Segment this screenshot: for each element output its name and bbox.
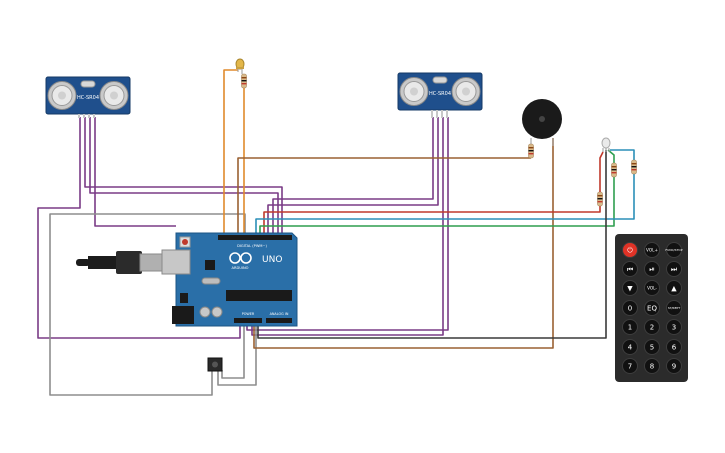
remote-button-st-rept[interactable]: ST/REPT <box>666 300 682 316</box>
led-yellow[interactable] <box>235 58 245 74</box>
piezo-buzzer[interactable] <box>522 99 562 146</box>
arduino-power-label: POWER <box>242 312 255 316</box>
arduino-power-jack <box>172 306 194 324</box>
arduino-capacitor-1 <box>199 306 211 318</box>
remote-button-four[interactable]: 4 <box>622 339 638 355</box>
wire-buzzer-signal[interactable] <box>237 157 531 236</box>
ir-remote[interactable]: ⏻ VOL+ FUNC/STOP ⏮ ⏯ ⏭ ▼ VOL- ▲ 0 EQ ST/REPT 1 2 3 4 5 6 7… <box>615 234 688 382</box>
remote-button-two[interactable]: 2 <box>644 319 660 335</box>
ultrasonic-sensor-right[interactable]: HC-SR04 <box>397 72 483 118</box>
arduino-analog-header <box>266 318 292 323</box>
arduino-model-label: UNO <box>262 255 282 265</box>
remote-button-label: ⏻ <box>627 247 633 255</box>
arduino-usb-chip <box>205 260 215 270</box>
wire-rgb-green[interactable] <box>259 176 615 236</box>
resistor-rgb-green[interactable] <box>611 162 617 178</box>
wire-gray-top[interactable] <box>49 213 246 396</box>
remote-buttons: ⏻ VOL+ FUNC/STOP ⏮ ⏯ ⏭ ▼ VOL- ▲ 0 EQ ST/REPT 1 2 3 4 5 6 7… <box>622 242 683 374</box>
resistor-rgb-blue[interactable] <box>631 159 637 175</box>
remote-button-zero[interactable]: 0 <box>622 300 638 316</box>
wire-buzzer-gnd[interactable] <box>253 138 554 349</box>
arduino-digital-header <box>218 235 292 240</box>
remote-button-five[interactable]: 5 <box>644 339 660 355</box>
ultrasonic-sensor-left[interactable]: HC-SR04 <box>45 76 131 118</box>
arduino-analog-label: ANALOG IN <box>270 312 289 316</box>
remote-button-eight[interactable]: 8 <box>644 358 660 374</box>
resistor-led[interactable] <box>241 73 247 89</box>
wire-right-sensor-vcc[interactable] <box>272 117 434 236</box>
remote-button-label: 1 <box>628 324 632 332</box>
push-button[interactable] <box>207 357 223 372</box>
wire-rgb-red-leg[interactable] <box>599 151 604 192</box>
wire-left-sensor-echo[interactable] <box>89 117 279 236</box>
remote-button-label: 5 <box>650 344 654 352</box>
remote-button-label: ⏮ <box>627 266 633 274</box>
remote-button-nine[interactable]: 9 <box>666 358 682 374</box>
wires <box>37 69 635 396</box>
rgb-led[interactable] <box>601 137 611 152</box>
wire-right-sensor-trig[interactable] <box>267 117 439 236</box>
arduino-usb-jack <box>161 249 191 275</box>
remote-button-prev[interactable]: ⏮ <box>622 261 638 277</box>
wire-rgb-blue[interactable] <box>255 173 635 236</box>
arduino-brand-label: ARDUINO <box>232 266 249 270</box>
wire-led-anode[interactable] <box>223 69 238 236</box>
remote-button-eq[interactable]: EQ <box>644 300 660 316</box>
remote-button-label: 3 <box>672 324 676 332</box>
wire-rgb-red[interactable] <box>263 205 601 236</box>
remote-button-label: ▼ <box>627 285 633 293</box>
arduino-uno-board[interactable]: DIGITAL (PWM~) UNO ARDUINO POWER ANALOG … <box>161 232 298 327</box>
wire-gray-button[interactable] <box>217 322 257 386</box>
wire-rgb-green-leg[interactable] <box>607 149 615 164</box>
remote-button-func-stop[interactable]: FUNC/STOP <box>665 242 683 258</box>
remote-button-vol-plus[interactable]: VOL+ <box>644 242 660 258</box>
remote-button-label: 7 <box>628 363 632 371</box>
remote-button-label: 2 <box>650 324 654 332</box>
arduino-capacitor-2 <box>211 306 223 318</box>
arduino-logo-icon <box>229 252 252 264</box>
wire-left-sensor-gnd[interactable] <box>94 117 176 227</box>
remote-button-vol-minus[interactable]: VOL- <box>644 280 660 296</box>
remote-button-seven[interactable]: 7 <box>622 358 638 374</box>
wire-rgb-common[interactable] <box>257 150 607 339</box>
remote-button-label: FUNC/STOP <box>665 248 682 252</box>
resistor-buzzer[interactable] <box>528 143 534 159</box>
wire-left-sensor-trig[interactable] <box>84 117 283 236</box>
arduino-icsp-header <box>180 293 188 303</box>
sensor-label-right: HC-SR04 <box>429 91 451 97</box>
resistor-rgb-red[interactable] <box>597 191 603 207</box>
wire-left-sensor-vcc[interactable] <box>37 117 241 339</box>
remote-button-label: ⏭ <box>671 266 678 274</box>
remote-button-label: 9 <box>672 363 676 371</box>
remote-button-label: VOL- <box>647 286 657 291</box>
remote-button-up[interactable]: ▲ <box>666 280 682 296</box>
arduino-atmega-chip <box>226 290 292 301</box>
remote-button-label: 4 <box>628 344 633 352</box>
sensor-label-left: HC-SR04 <box>77 95 99 101</box>
wire-rgb-blue-leg[interactable] <box>610 149 635 160</box>
remote-button-label: VOL+ <box>646 248 658 253</box>
remote-button-six[interactable]: 6 <box>666 339 682 355</box>
arduino-digital-label: DIGITAL (PWM~) <box>237 244 267 248</box>
remote-button-label: 0 <box>628 305 632 313</box>
remote-button-power[interactable]: ⏻ <box>622 242 638 258</box>
remote-button-label: 8 <box>650 363 654 371</box>
usb-cable[interactable] <box>76 251 163 274</box>
remote-button-label: ▲ <box>671 285 677 293</box>
remote-button-label: ST/REPT <box>668 306 681 310</box>
remote-button-label: ⏯ <box>649 266 655 274</box>
remote-button-play-pause[interactable]: ⏯ <box>644 261 660 277</box>
wire-gray-button-2[interactable] <box>221 322 245 379</box>
remote-button-label: 6 <box>672 344 677 352</box>
arduino-power-header <box>234 318 262 323</box>
remote-button-three[interactable]: 3 <box>666 319 682 335</box>
remote-button-label: EQ <box>647 305 657 313</box>
remote-button-down[interactable]: ▼ <box>622 280 638 296</box>
remote-button-next[interactable]: ⏭ <box>666 261 682 277</box>
remote-button-one[interactable]: 1 <box>622 319 638 335</box>
arduino-crystal <box>201 277 221 285</box>
